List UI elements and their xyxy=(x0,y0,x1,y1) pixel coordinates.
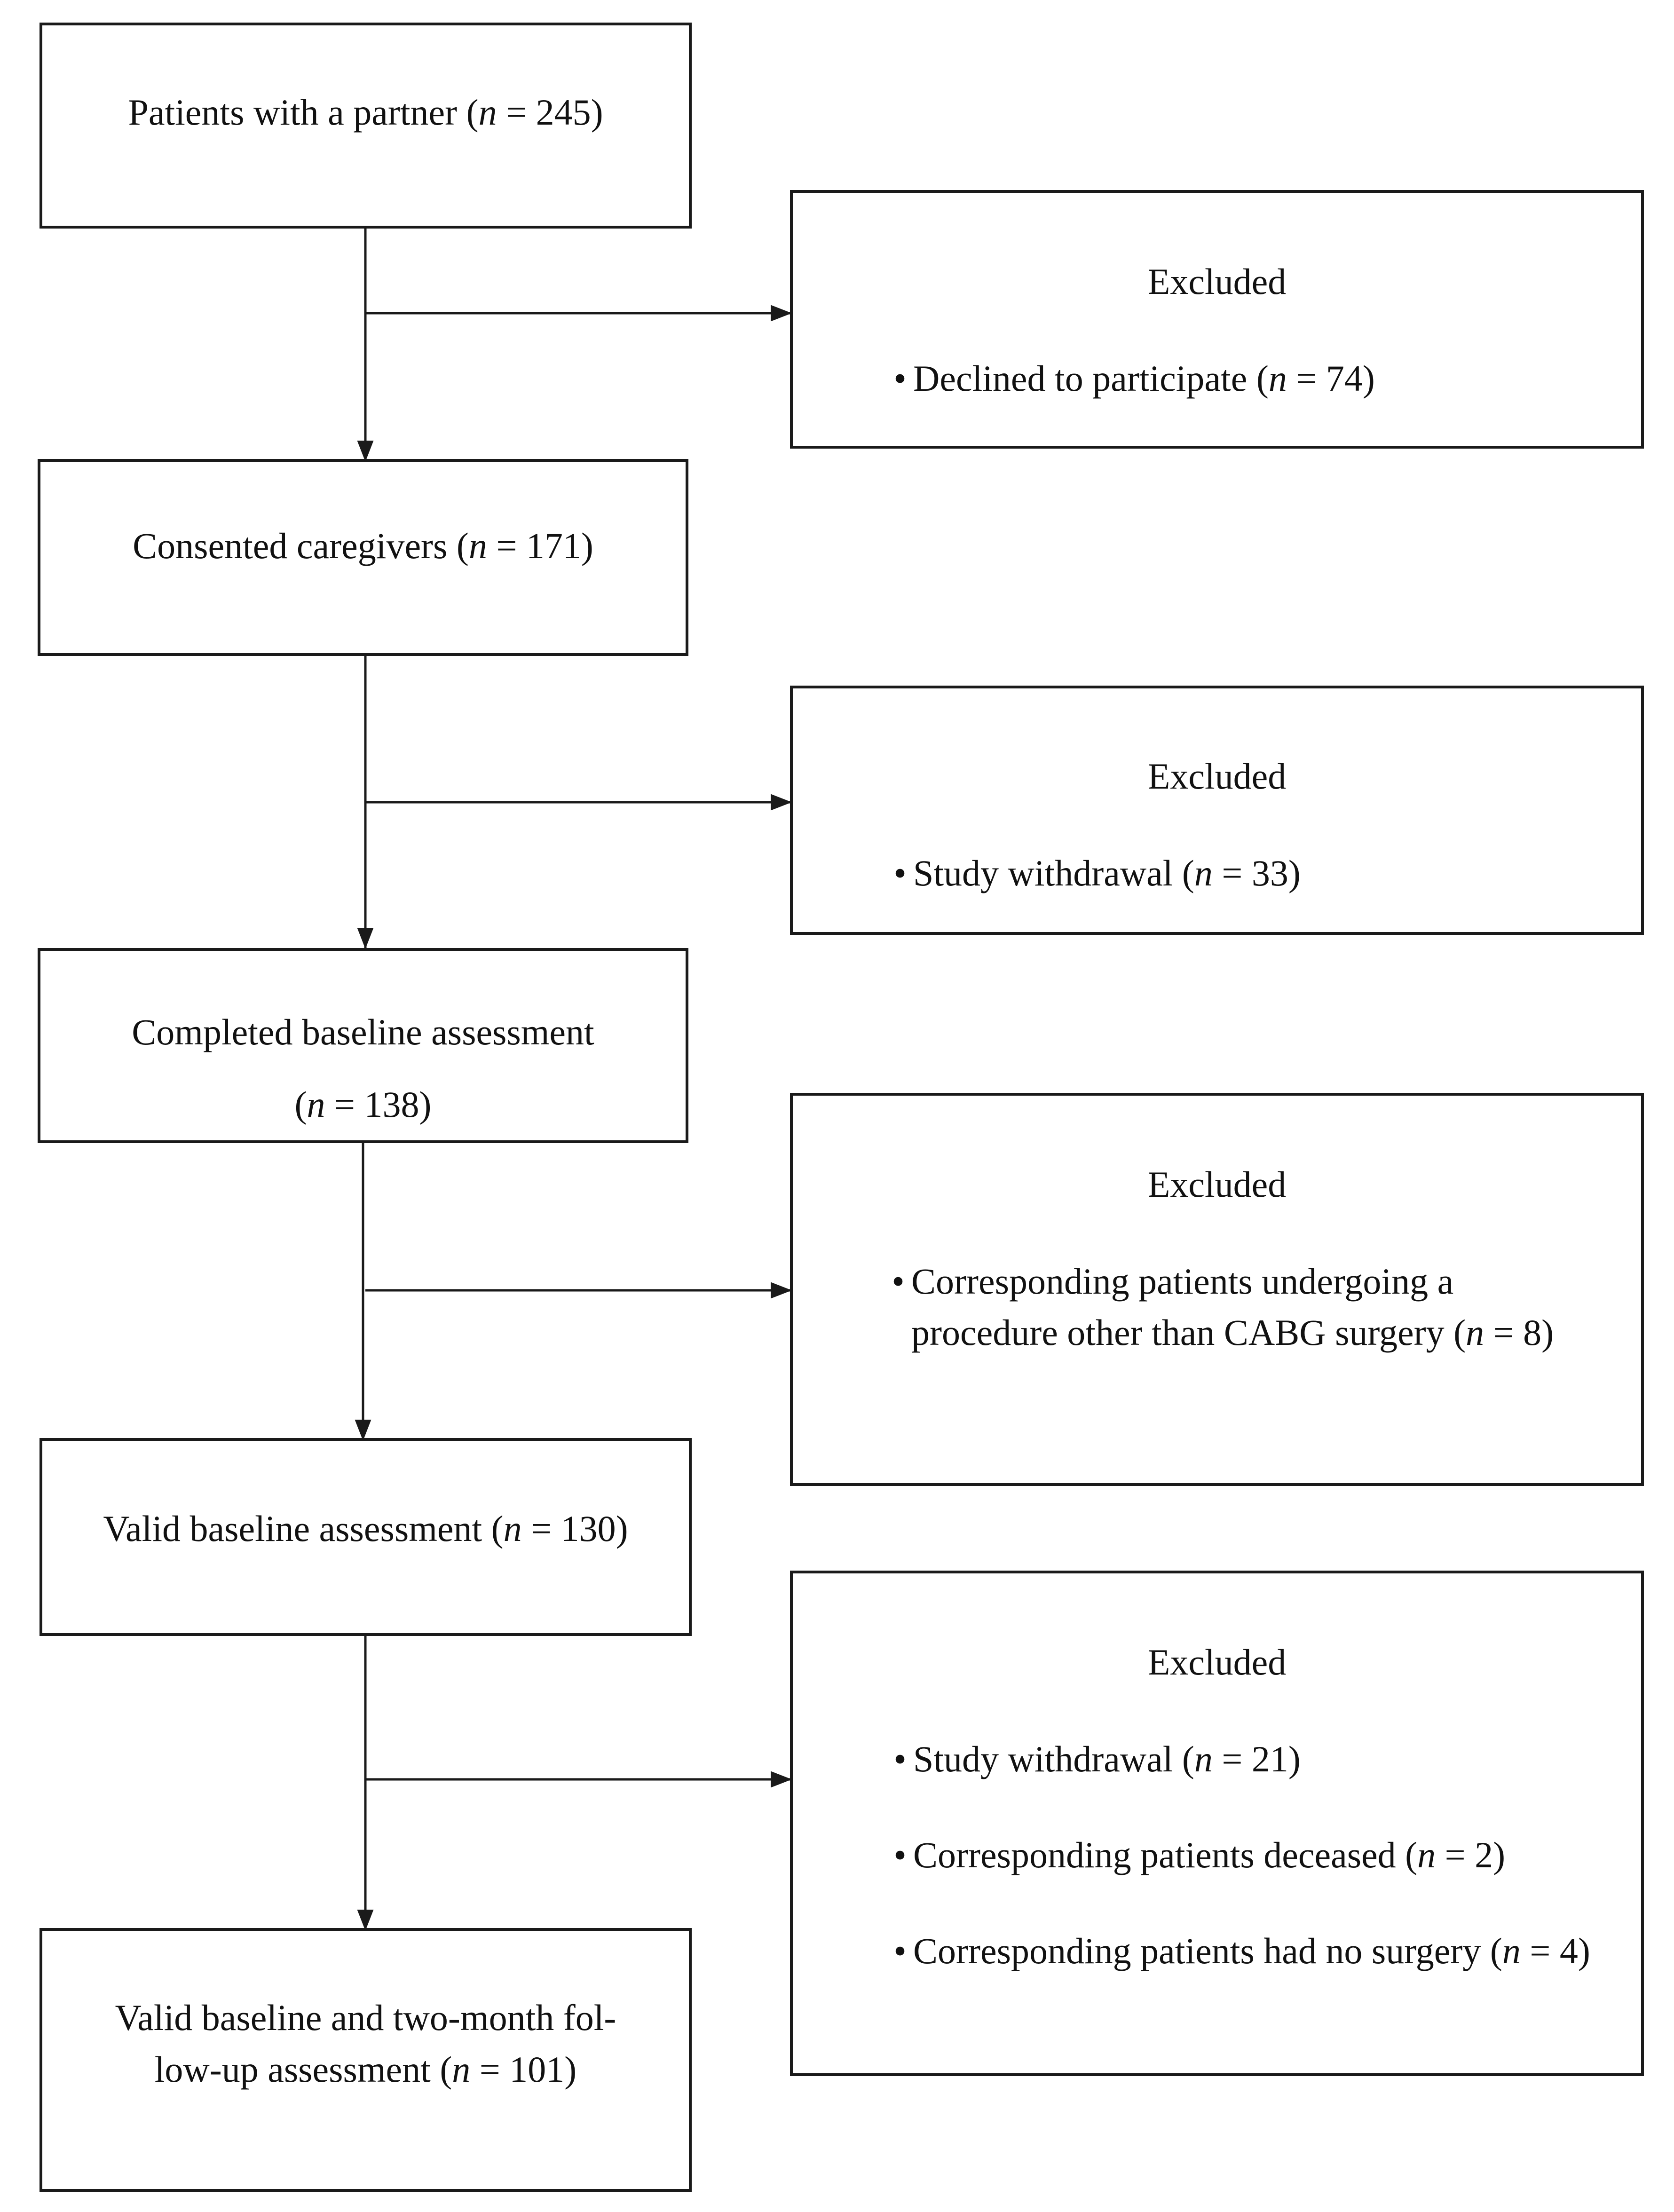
box-label-line2: (n = 138) xyxy=(294,1084,432,1125)
bullet-icon: • xyxy=(893,1834,907,1875)
box-completed-baseline: Completed baseline assessment (n = 138) xyxy=(38,948,688,1143)
excluded-box-1: Excluded •Declined to participate (n = 7… xyxy=(790,190,1644,449)
excluded-item-text: Study withdrawal (n = 33) xyxy=(913,853,1301,893)
bullet-icon: • xyxy=(893,1738,907,1779)
excluded-box-4: Excluded •Study withdrawal (n = 21) •Cor… xyxy=(790,1571,1644,2076)
excluded-item-text: Declined to participate (n = 74) xyxy=(913,358,1375,399)
box-label: Consented caregivers (n = 171) xyxy=(133,525,593,566)
bullet-icon: • xyxy=(893,1930,907,1971)
bullet-icon: • xyxy=(893,853,907,893)
box-label-line2: low-up assessment (n = 101) xyxy=(154,2049,577,2090)
bullet-icon: • xyxy=(892,1261,905,1302)
excluded-title: Excluded xyxy=(1147,1164,1287,1205)
excluded-item-text: Corresponding patients deceased (n = 2) xyxy=(913,1834,1506,1875)
excluded-item: •Corresponding patients deceased (n = 2) xyxy=(887,1829,1613,1881)
excluded-box-3: Excluded •Corresponding patients undergo… xyxy=(790,1093,1644,1486)
excluded-item: •Corresponding patients had no surgery (… xyxy=(887,1925,1613,1976)
excluded-title: Excluded xyxy=(1147,756,1287,797)
excluded-item-text: Study withdrawal (n = 21) xyxy=(913,1738,1301,1779)
excluded-item: •Corresponding patients undergoing a pro… xyxy=(885,1256,1608,1358)
excluded-item-text: Corresponding patients had no surgery (n… xyxy=(913,1930,1590,1971)
excluded-item: •Study withdrawal (n = 33) xyxy=(887,847,1613,900)
excluded-title: Excluded xyxy=(1147,261,1287,302)
bullet-icon: • xyxy=(893,358,907,399)
box-label: Patients with a partner (n = 245) xyxy=(128,92,603,133)
excluded-item: •Declined to participate (n = 74) xyxy=(887,353,1613,405)
excluded-item-text: Corresponding patients undergoing a proc… xyxy=(911,1261,1554,1353)
box-valid-followup: Valid baseline and two-month fol- low-up… xyxy=(39,1928,692,2192)
excluded-title: Excluded xyxy=(1147,1642,1287,1683)
box-label-line1: Completed baseline assessment xyxy=(132,1011,594,1052)
box-consented-caregivers: Consented caregivers (n = 171) xyxy=(38,459,688,656)
box-valid-baseline: Valid baseline assessment (n = 130) xyxy=(39,1438,692,1636)
box-label: Valid baseline assessment (n = 130) xyxy=(103,1508,628,1549)
excluded-box-2: Excluded •Study withdrawal (n = 33) xyxy=(790,686,1644,935)
excluded-item: •Study withdrawal (n = 21) xyxy=(887,1733,1613,1785)
box-label-line1: Valid baseline and two-month fol- xyxy=(115,1997,616,2038)
box-patients-with-partner: Patients with a partner (n = 245) xyxy=(39,23,692,229)
